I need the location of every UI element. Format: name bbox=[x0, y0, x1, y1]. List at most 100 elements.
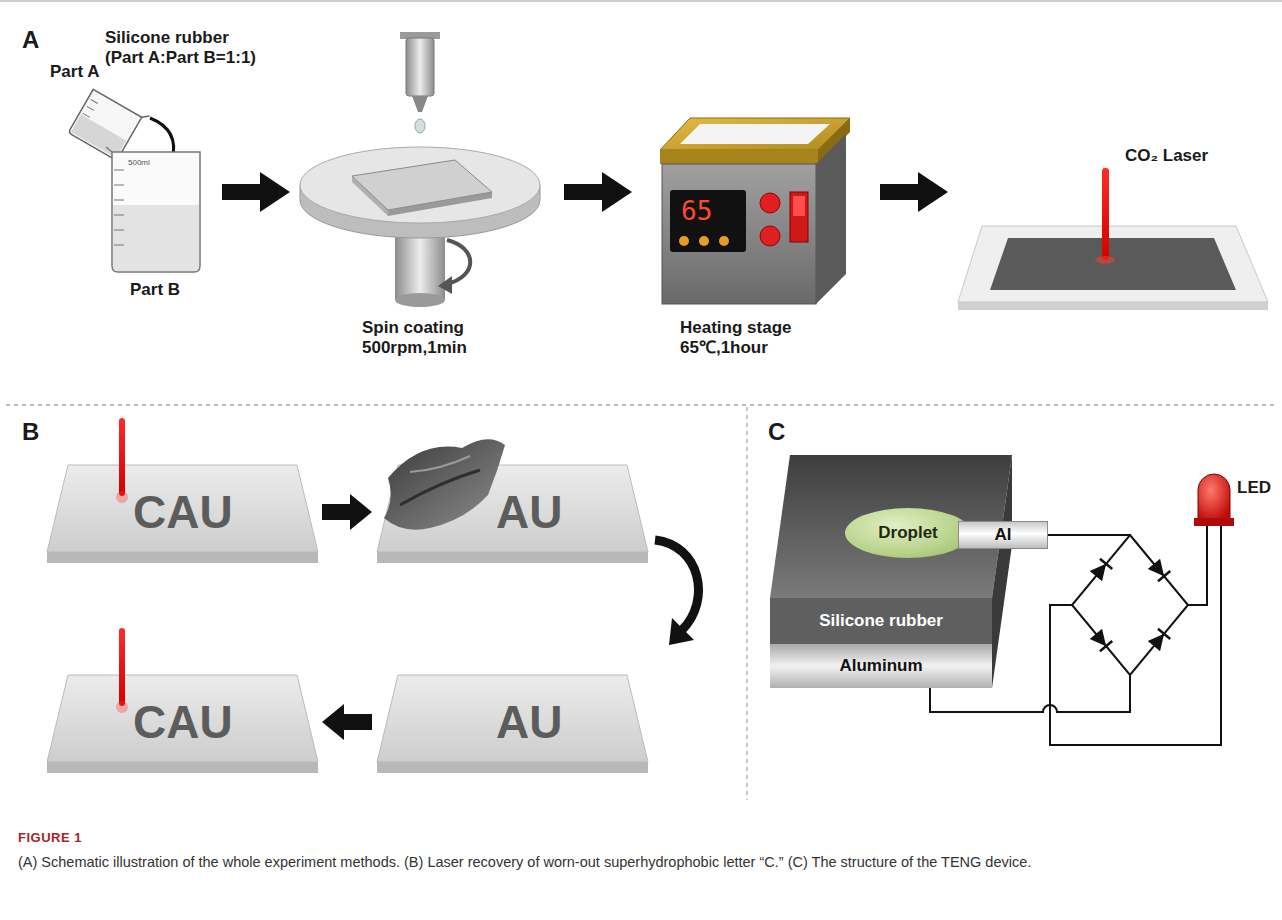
diode-triangle bbox=[1148, 629, 1171, 652]
laser-letter: AU bbox=[496, 695, 562, 750]
process-arrow bbox=[222, 172, 290, 212]
plate bbox=[47, 675, 318, 762]
diode-bar bbox=[1158, 571, 1170, 581]
plate-edge bbox=[47, 552, 318, 563]
laser-letter: CAU bbox=[133, 695, 233, 750]
process-arrow bbox=[564, 172, 632, 212]
cloth-fold bbox=[410, 456, 470, 472]
laser-spot bbox=[1095, 256, 1115, 264]
temperature-display: 65 bbox=[681, 196, 712, 227]
diode-symbol bbox=[1148, 559, 1171, 582]
step-arrowhead bbox=[669, 618, 694, 645]
beaker-body bbox=[112, 152, 200, 272]
display-button bbox=[679, 236, 689, 246]
laser-beam bbox=[1102, 168, 1109, 260]
process-arrow bbox=[880, 172, 948, 212]
panel-divider bbox=[6, 404, 1276, 405]
syringe-nozzle bbox=[412, 96, 428, 112]
plate bbox=[958, 226, 1268, 302]
material-label: Silicone rubber (Part A:Part B=1:1) bbox=[105, 28, 265, 69]
beaker-ticks bbox=[83, 100, 98, 118]
laser-spot bbox=[116, 491, 128, 503]
plate bbox=[47, 465, 318, 552]
silicone-film bbox=[990, 238, 1236, 290]
led-rim bbox=[1194, 518, 1234, 526]
laser-letter: AU bbox=[496, 485, 562, 540]
droplet: Droplet bbox=[845, 508, 971, 558]
led-bulb bbox=[1198, 474, 1230, 520]
node-text: Aluminum bbox=[839, 656, 922, 676]
figure-title: FIGURE 1 bbox=[18, 830, 82, 846]
platter-top bbox=[300, 147, 540, 223]
beaker-ticks bbox=[114, 170, 124, 245]
beaker-spout bbox=[106, 147, 112, 152]
node-text: Al bbox=[995, 525, 1012, 545]
beaker-spout bbox=[142, 113, 150, 120]
laser-spot bbox=[116, 701, 128, 713]
step-label: Spin coating 500rpm,1min bbox=[362, 318, 487, 359]
diode-triangle bbox=[1090, 629, 1113, 652]
diode-bar bbox=[1158, 629, 1170, 639]
frame-line bbox=[0, 0, 1282, 2]
plate bbox=[377, 675, 648, 762]
diode-symbol bbox=[1090, 559, 1113, 582]
plate-edge bbox=[377, 552, 648, 563]
motor-base bbox=[395, 293, 445, 307]
bridge-rectifier bbox=[1072, 535, 1188, 675]
syringe-barrel bbox=[406, 38, 434, 96]
lid-window bbox=[680, 124, 830, 144]
diode-triangle bbox=[1148, 559, 1171, 582]
panel-letter: B bbox=[22, 418, 39, 447]
step-arrow bbox=[322, 494, 372, 530]
wiping-cloth bbox=[384, 439, 505, 529]
knob bbox=[760, 193, 780, 213]
stage-body bbox=[662, 164, 816, 304]
step-arrow bbox=[655, 540, 699, 630]
power-switch-rocker bbox=[793, 196, 805, 216]
lid-top bbox=[660, 118, 850, 150]
knob bbox=[760, 226, 780, 246]
stage-side bbox=[816, 134, 846, 304]
volume-mark: 500ml bbox=[128, 158, 150, 168]
diode-triangle bbox=[1090, 559, 1113, 582]
beaker-liquid bbox=[113, 205, 199, 271]
laser-beam bbox=[119, 418, 125, 496]
power-switch bbox=[790, 192, 808, 242]
silicone-layer: Silicone rubber bbox=[770, 598, 992, 644]
diode-bar bbox=[1100, 559, 1112, 569]
plate-edge bbox=[47, 762, 318, 773]
step-arrow bbox=[322, 704, 372, 740]
panel-letter: A bbox=[22, 26, 39, 55]
block-side-face bbox=[992, 455, 1012, 688]
al-electrode: Al bbox=[958, 521, 1048, 549]
beaker-label: Part A bbox=[50, 62, 99, 82]
laser-letter: CAU bbox=[133, 485, 233, 540]
rotation-arrowhead bbox=[438, 276, 452, 294]
laser-beam bbox=[119, 628, 125, 706]
panel-letter: C bbox=[768, 418, 785, 447]
wire bbox=[1188, 526, 1207, 605]
aluminum-layer: Aluminum bbox=[770, 644, 992, 688]
diode-bar bbox=[1100, 641, 1112, 651]
laser-label: CO₂ Laser bbox=[1125, 146, 1208, 166]
step-label: Heating stage 65℃,1hour bbox=[680, 318, 805, 359]
node-text: Silicone rubber bbox=[819, 611, 943, 631]
component-label: LED bbox=[1237, 478, 1271, 498]
display-button bbox=[699, 236, 709, 246]
beaker-body bbox=[68, 89, 141, 160]
display-button bbox=[719, 236, 729, 246]
lid-front bbox=[660, 150, 818, 164]
diode-symbol bbox=[1148, 629, 1171, 652]
cloth-fold bbox=[400, 470, 480, 505]
drop bbox=[415, 119, 425, 133]
wire bbox=[1048, 534, 1130, 536]
plate-edge bbox=[958, 302, 1268, 310]
node-text: Droplet bbox=[878, 523, 938, 543]
diode-symbol bbox=[1090, 629, 1113, 652]
panel-divider bbox=[746, 407, 747, 800]
substrate bbox=[352, 160, 492, 210]
figure-caption: (A) Schematic illustration of the whole … bbox=[18, 852, 1262, 873]
